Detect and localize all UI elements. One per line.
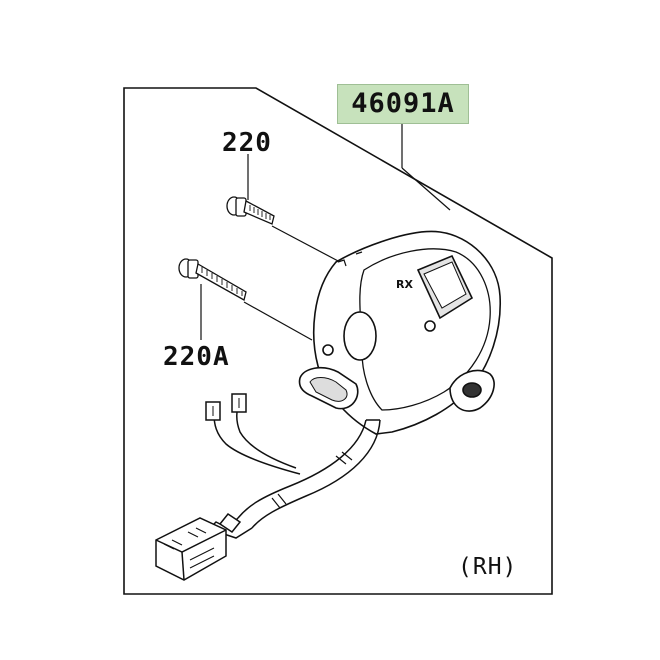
side-indicator: (RH) bbox=[458, 554, 518, 580]
guide-line-lower bbox=[243, 301, 313, 341]
leader-lines bbox=[200, 122, 451, 341]
svg-text:RX: RX bbox=[396, 278, 413, 291]
switch-housing-drawing: RX bbox=[298, 230, 502, 435]
guide-line-upper bbox=[271, 225, 341, 263]
screw-220-drawing bbox=[226, 196, 275, 225]
part-number-220a: 220A bbox=[163, 342, 230, 372]
part-number-220: 220 bbox=[222, 128, 272, 158]
wiring-harness-drawing bbox=[155, 393, 381, 581]
diagram-frame bbox=[123, 87, 553, 595]
part-number-46091a: 46091A bbox=[337, 84, 469, 124]
screw-220a-drawing bbox=[178, 258, 247, 301]
